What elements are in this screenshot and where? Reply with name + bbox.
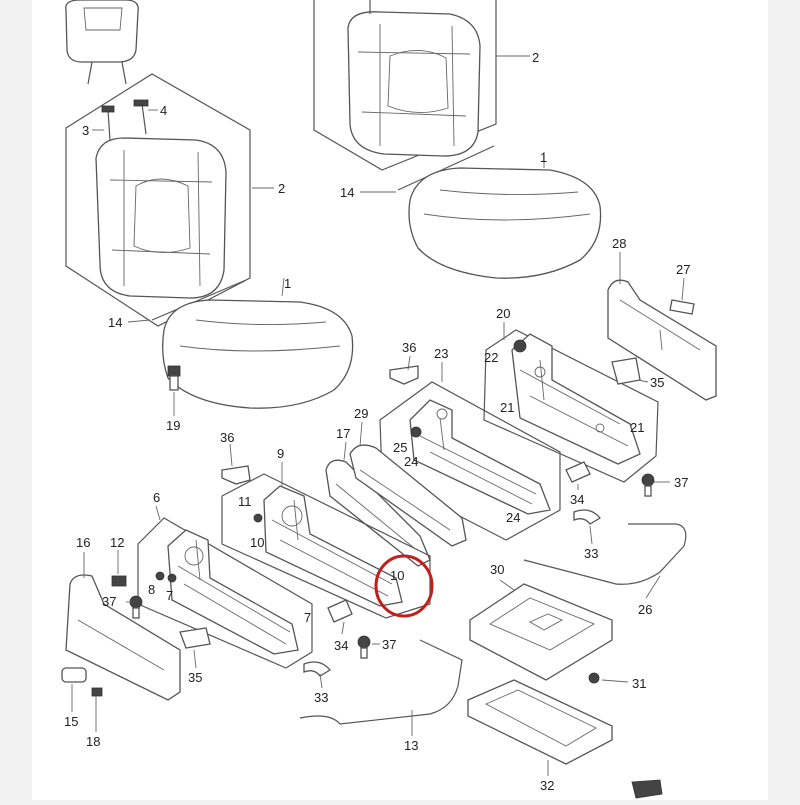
wire-26 <box>523 523 687 585</box>
callout-2: 2 <box>278 181 285 196</box>
parts-diagram: 1 1 2 2 3 4 6 7 7 8 9 10 10 11 12 13 14 … <box>32 0 768 800</box>
bolt-31 <box>588 672 600 684</box>
bolt-18 <box>91 687 103 697</box>
adjuster-23 <box>409 399 551 515</box>
box-adjuster-20 <box>483 329 659 483</box>
callout-16: 16 <box>76 535 90 550</box>
callout-8: 8 <box>148 582 155 597</box>
bolt-37-right <box>641 473 655 497</box>
tray-30 <box>469 583 613 681</box>
callout-34: 34 <box>334 638 348 653</box>
callout-23: 23 <box>434 346 448 361</box>
tray-32 <box>467 679 613 765</box>
bolts-3-4 <box>101 99 149 141</box>
callout-37: 37 <box>382 637 396 652</box>
seat-exploded-view: 1 1 2 2 3 4 6 7 7 8 9 10 10 11 12 13 14 … <box>61 0 717 799</box>
leader-lines <box>71 55 685 776</box>
callout-20: 20 <box>496 306 510 321</box>
callout-1: 1 <box>284 276 291 291</box>
bolt-37-mid <box>357 635 371 659</box>
cushion-right <box>408 167 602 279</box>
callout-25: 25 <box>393 440 407 455</box>
callout-35: 35 <box>188 670 202 685</box>
callout-13: 13 <box>404 738 418 753</box>
seatback-right <box>347 0 481 157</box>
callout-17: 17 <box>336 426 350 441</box>
adjuster-9 <box>253 485 403 607</box>
cap-34-right <box>565 461 591 483</box>
cushion-left <box>162 299 354 409</box>
callout-24: 24 <box>506 510 520 525</box>
callout-36: 36 <box>402 340 416 355</box>
knob-15 <box>61 667 87 683</box>
callout-37: 37 <box>674 475 688 490</box>
callout-1: 1 <box>540 150 547 165</box>
callout-35: 35 <box>650 375 664 390</box>
wire-14-right <box>397 145 495 191</box>
callout-30: 30 <box>490 562 504 577</box>
callout-37: 37 <box>102 594 116 609</box>
bracket-36-left <box>221 465 251 485</box>
clip-33-left <box>303 661 331 677</box>
callout-27: 27 <box>676 262 690 277</box>
callout-21: 21 <box>500 400 514 415</box>
callout-3: 3 <box>82 123 89 138</box>
clip-27 <box>669 299 695 315</box>
callout-36: 36 <box>220 430 234 445</box>
callout-7: 7 <box>166 588 173 603</box>
callout-18: 18 <box>86 734 100 749</box>
bolt-19 <box>167 365 181 391</box>
headrest-left <box>65 0 139 85</box>
callout-34: 34 <box>570 492 584 507</box>
callout-31: 31 <box>632 676 646 691</box>
bracket-36-right <box>389 365 419 385</box>
callout-2: 2 <box>532 50 539 65</box>
seatback-left <box>95 137 227 299</box>
cover-17-29 <box>325 444 467 567</box>
callout-26: 26 <box>638 602 652 617</box>
adjuster-6 <box>155 529 299 655</box>
callout-28: 28 <box>612 236 626 251</box>
bracket-35-left <box>179 627 211 649</box>
cover-16 <box>65 574 181 701</box>
callout-33: 33 <box>314 690 328 705</box>
callout-19: 19 <box>166 418 180 433</box>
wire-13 <box>299 639 463 725</box>
callout-15: 15 <box>64 714 78 729</box>
callout-21: 21 <box>630 420 644 435</box>
callout-10: 10 <box>390 568 404 583</box>
callout-7: 7 <box>304 610 311 625</box>
highlight-circle <box>374 554 434 618</box>
callout-11: 11 <box>238 494 252 509</box>
cover-28 <box>607 279 717 401</box>
box-seatback-left <box>65 73 251 327</box>
clip-33-right <box>573 509 601 525</box>
callout-10: 10 <box>250 535 264 550</box>
box-adjuster-9 <box>221 473 431 619</box>
front-arrow-icon <box>631 779 663 799</box>
box-seatback-right <box>313 0 497 171</box>
adjuster-20 <box>511 333 641 465</box>
callout-22: 22 <box>484 350 498 365</box>
callout-6: 6 <box>153 490 160 505</box>
callout-14: 14 <box>340 185 354 200</box>
callout-4: 4 <box>160 103 167 118</box>
callout-12: 12 <box>110 535 124 550</box>
callout-24: 24 <box>404 454 418 469</box>
wire-14-left <box>151 279 247 321</box>
callout-33: 33 <box>584 546 598 561</box>
bolt-12 <box>111 575 127 587</box>
bracket-35-right <box>611 357 641 385</box>
callout-14: 14 <box>108 315 122 330</box>
callout-9: 9 <box>277 446 284 461</box>
bolt-37-left <box>129 595 143 619</box>
callout-32: 32 <box>540 778 554 793</box>
cap-34-left <box>327 599 353 623</box>
callout-29: 29 <box>354 406 368 421</box>
